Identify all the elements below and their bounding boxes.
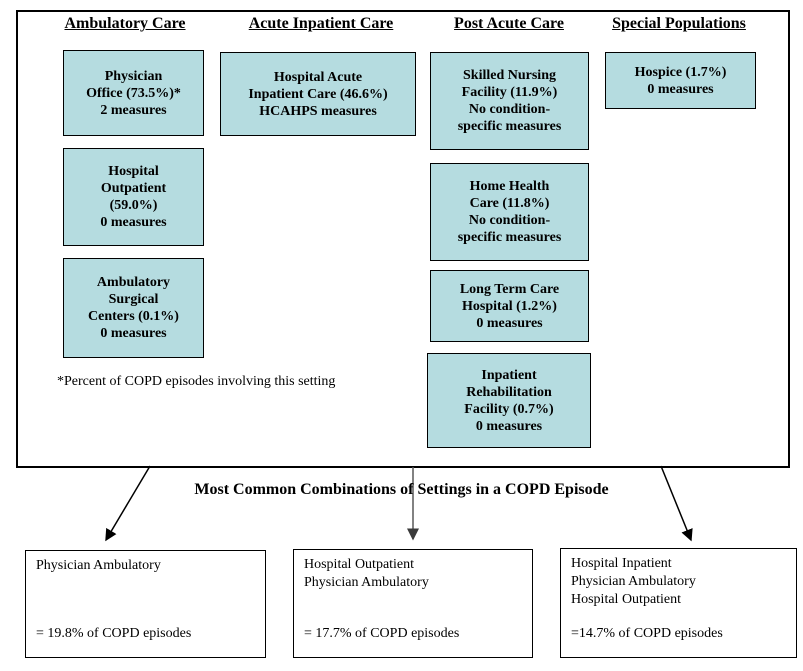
- combinations-title: Most Common Combinations of Settings in …: [194, 481, 609, 498]
- combination-box-1: Physician Ambulatory = 19.8% of COPD epi…: [25, 550, 266, 658]
- setting-box-inpatient-rehabilitation-facility: Inpatient Rehabilitation Facility (0.7%)…: [427, 353, 591, 448]
- combination-settings: Hospital Inpatient Physician Ambulatory …: [571, 556, 696, 607]
- combination-episodes-percent: = 17.7% of COPD episodes: [304, 626, 460, 641]
- setting-box-physician-office: Physician Office (73.5%)* 2 measures: [63, 50, 204, 136]
- setting-box-ambulatory-surgical-centers: Ambulatory Surgical Centers (0.1%) 0 mea…: [63, 258, 204, 358]
- setting-box-skilled-nursing-facility: Skilled Nursing Facility (11.9%) No cond…: [430, 52, 589, 150]
- setting-box-long-term-care-hospital: Long Term Care Hospital (1.2%) 0 measure…: [430, 270, 589, 342]
- combination-box-3: Hospital Inpatient Physician Ambulatory …: [560, 548, 797, 658]
- setting-box-hospital-outpatient: Hospital Outpatient (59.0%) 0 measures: [63, 148, 204, 246]
- column-header-ambulatory-care: Ambulatory Care: [64, 15, 186, 32]
- arrow-right: [660, 465, 693, 542]
- combination-settings: Hospital Outpatient Physician Ambulatory: [304, 557, 429, 590]
- arrow-left: [105, 465, 151, 542]
- setting-box-home-health-care: Home Health Care (11.8%) No condition- s…: [430, 163, 589, 261]
- combination-episodes-percent: =14.7% of COPD episodes: [571, 626, 723, 641]
- setting-box-hospital-acute-inpatient: Hospital Acute Inpatient Care (46.6%) HC…: [220, 52, 416, 136]
- column-header-post-acute-care: Post Acute Care: [454, 15, 564, 32]
- column-header-acute-inpatient-care: Acute Inpatient Care: [248, 15, 394, 32]
- setting-box-hospice: Hospice (1.7%) 0 measures: [605, 52, 756, 109]
- combination-episodes-percent: = 19.8% of COPD episodes: [36, 626, 192, 641]
- combination-box-2: Hospital Outpatient Physician Ambulatory…: [293, 549, 533, 658]
- combination-settings: Physician Ambulatory: [36, 558, 161, 573]
- column-header-special-populations: Special Populations: [612, 15, 746, 32]
- footnote-percent-episodes: *Percent of COPD episodes involving this…: [57, 374, 336, 389]
